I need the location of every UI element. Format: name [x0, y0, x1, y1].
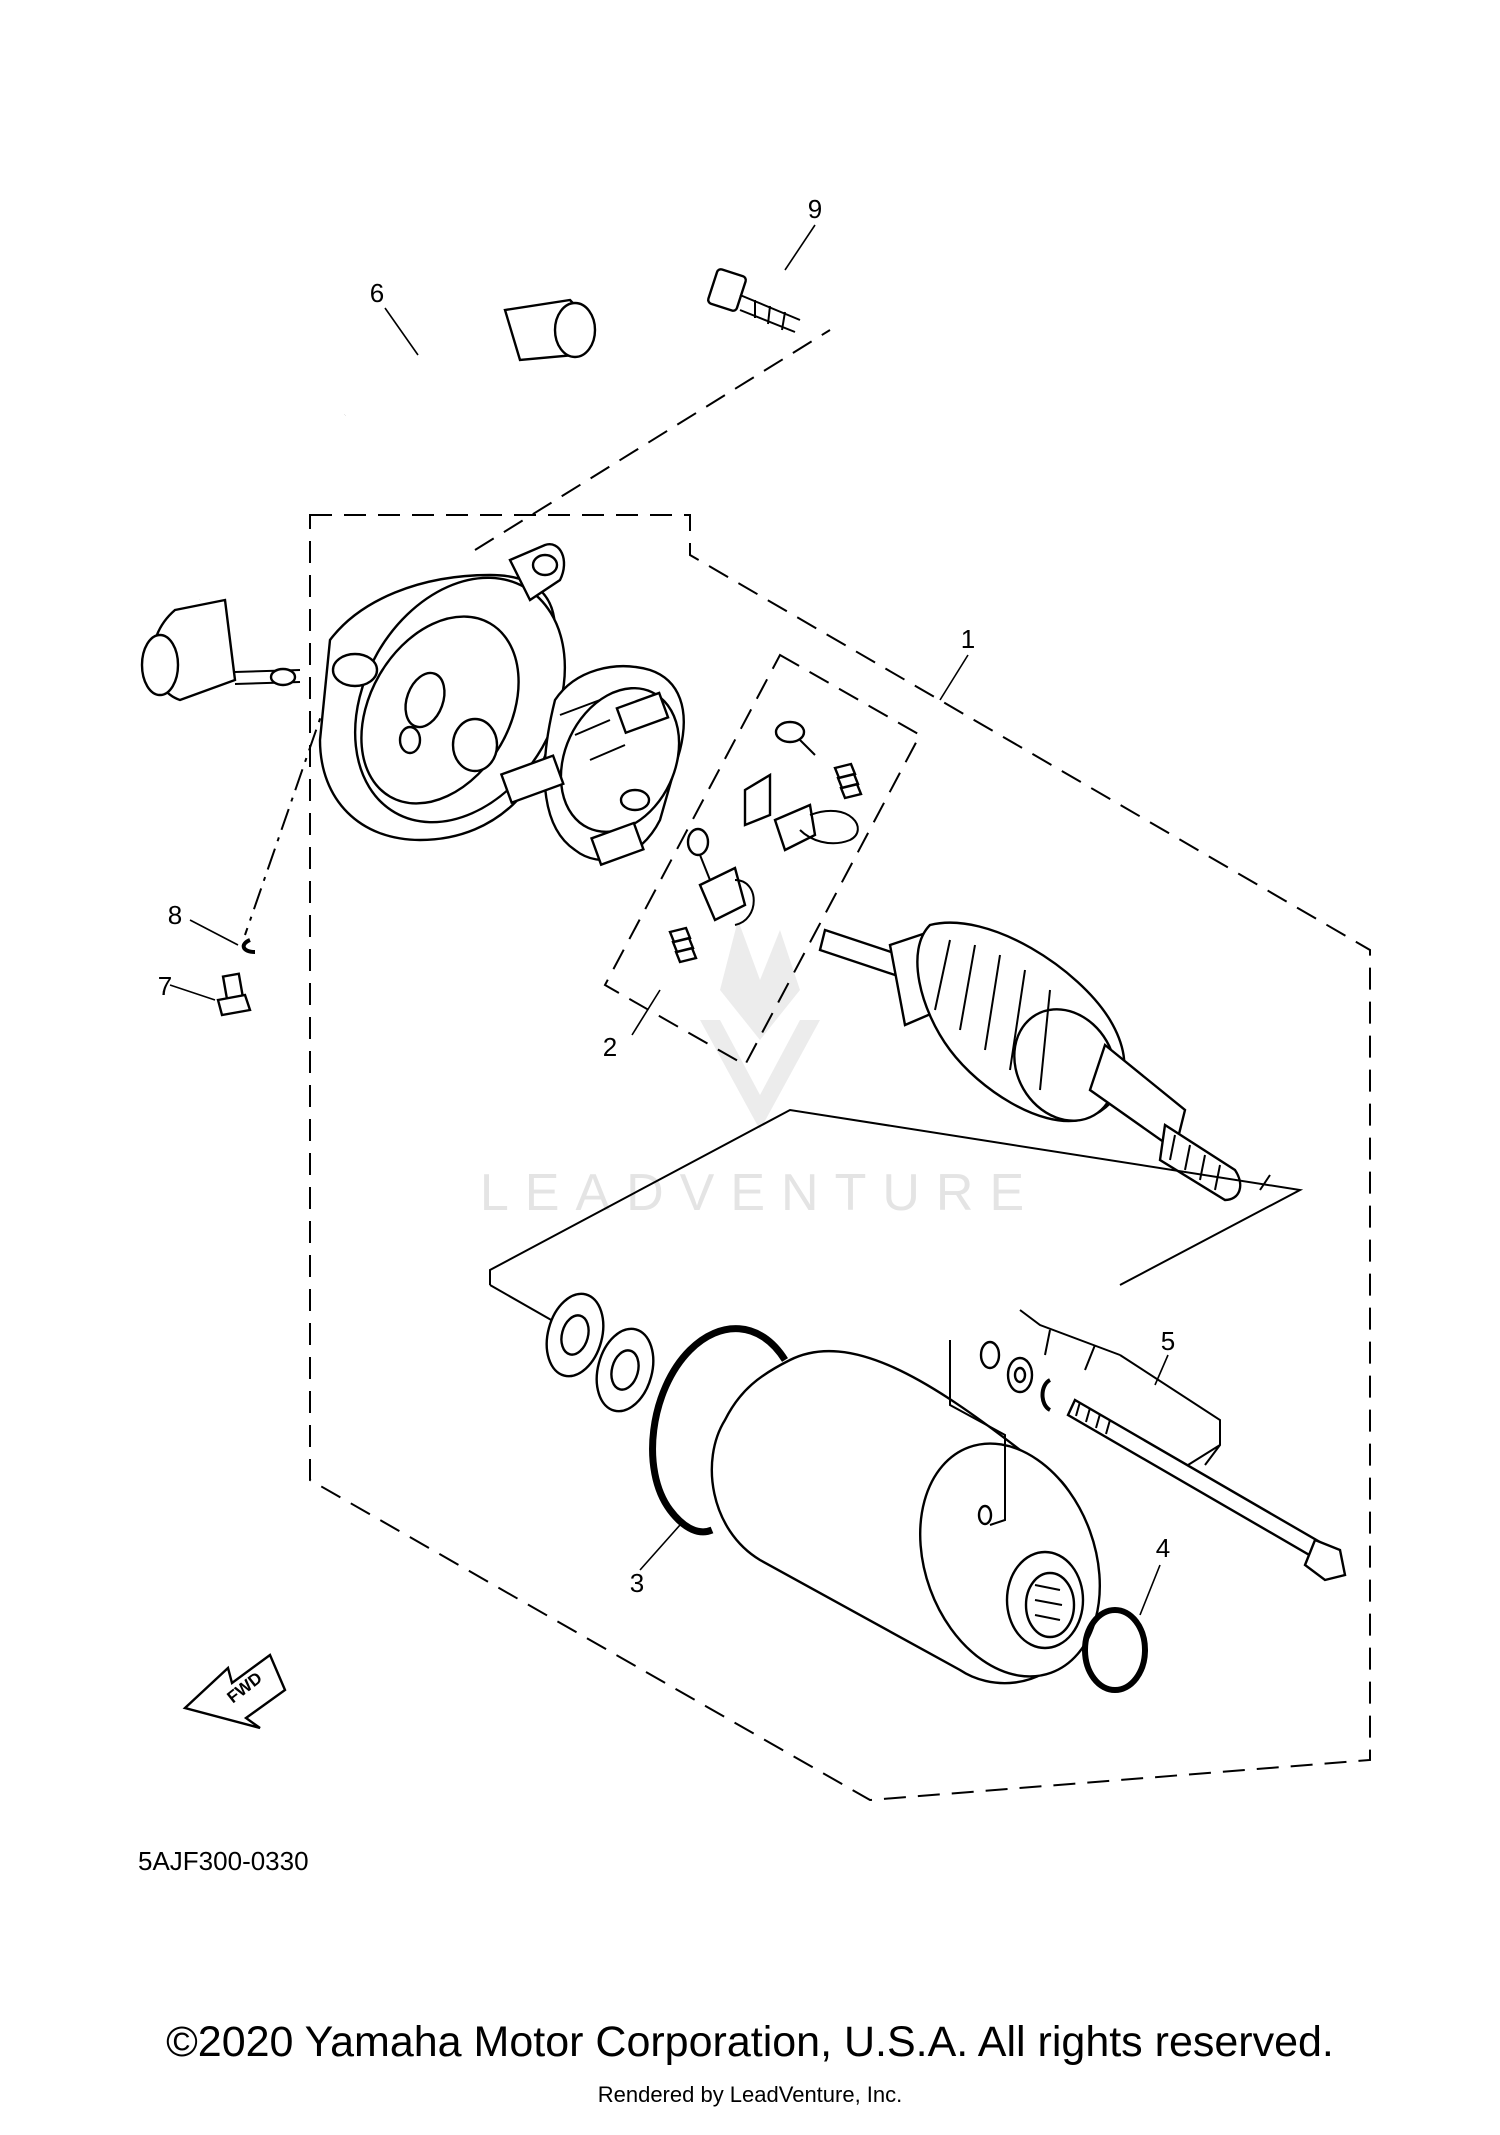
copyright-notice: ©2020 Yamaha Motor Corporation, U.S.A. A…	[166, 2018, 1334, 2066]
callout-9: 9	[808, 194, 822, 224]
o-ring-part-3	[649, 1325, 788, 1536]
callout-3: 3	[630, 1568, 644, 1598]
assembly-1-boundary	[309, 514, 1371, 1802]
screw-part-7	[216, 972, 252, 1017]
lead-wire-part-6	[140, 298, 597, 702]
leadventure-watermark: LEADVENTURE	[480, 920, 1040, 1222]
rendered-by-notice: Rendered by LeadVenture, Inc.	[597, 2082, 903, 2107]
bolt-set-part-5	[949, 1309, 1347, 1582]
callout-8: 8	[168, 900, 182, 930]
armature	[818, 921, 1242, 1202]
brush-set-part-2	[668, 720, 863, 964]
leader-lines	[169, 224, 1169, 1616]
guide-bolt-9	[474, 329, 831, 551]
washers	[545, 1292, 655, 1413]
watermark-text: LEADVENTURE	[480, 1164, 1040, 1222]
callout-1: 1	[961, 624, 975, 654]
washer-guide	[489, 1284, 561, 1326]
fwd-arrow-icon: FWD	[182, 1653, 287, 1730]
assembly-2-boundary	[603, 653, 922, 1067]
circlip-part-8	[241, 938, 256, 954]
starter-yoke	[710, 1350, 1102, 1685]
callout-2: 2	[603, 1032, 617, 1062]
front-cover-housing	[318, 543, 567, 842]
brush-holder	[499, 665, 685, 867]
callout-5: 5	[1161, 1326, 1175, 1356]
callout-6: 6	[370, 278, 384, 308]
callout-4: 4	[1156, 1533, 1170, 1563]
diagram-reference-code: 5AJF300-0330	[138, 1846, 309, 1876]
guide-screw-7	[244, 689, 331, 936]
o-ring-part-4	[1082, 1607, 1148, 1693]
bolt-part-9	[707, 268, 801, 333]
armature-guide-bracket	[489, 1108, 1304, 1286]
callout-7: 7	[158, 971, 172, 1001]
